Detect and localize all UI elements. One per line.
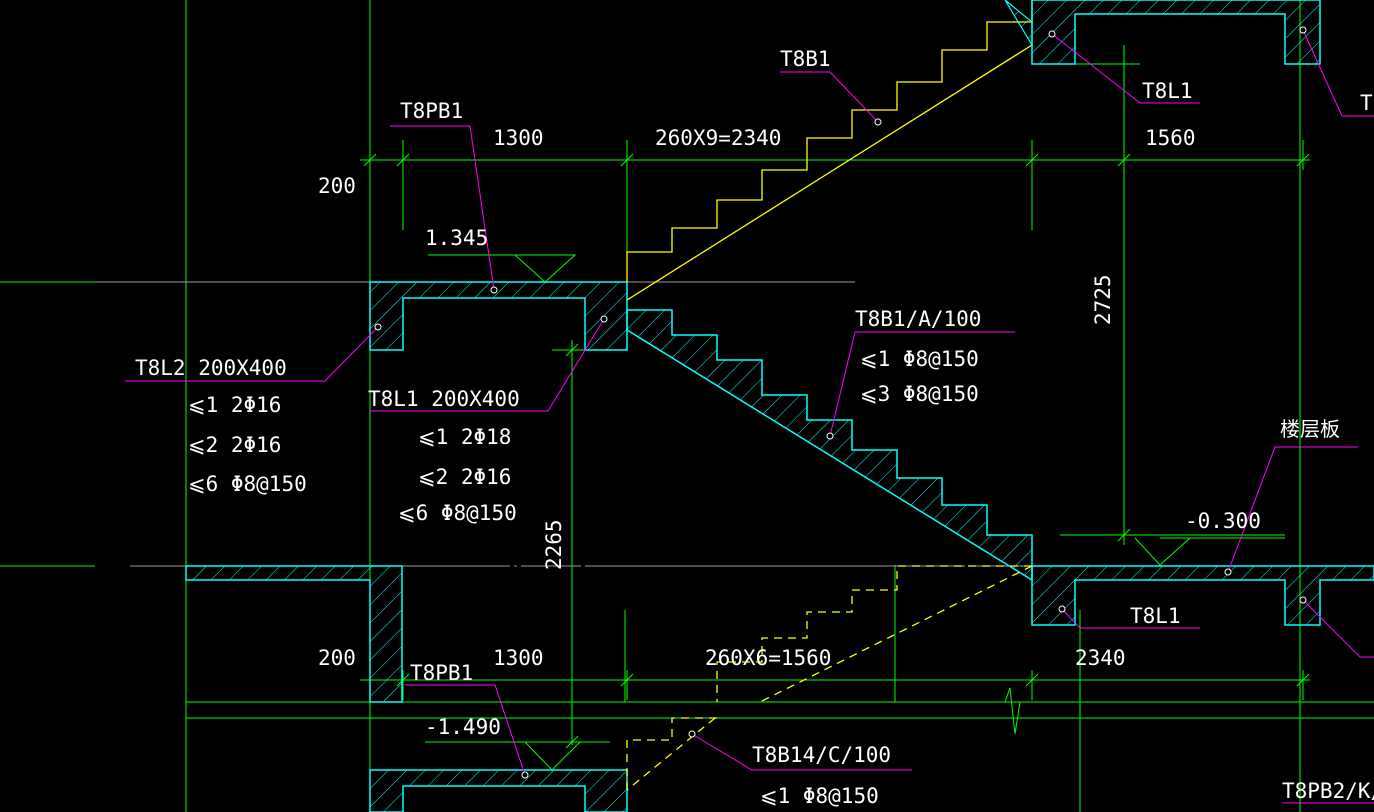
leader-anchor-points	[374, 26, 1307, 779]
dim-vertical-2265: 2265	[542, 519, 566, 570]
label-t8pb1-bot: T8PB1	[410, 661, 473, 685]
label-t8l1-right-top: T8L1	[1142, 79, 1193, 103]
dim-top-1300: 1300	[493, 126, 544, 150]
floor-slab	[185, 0, 1374, 812]
dim-vertical-2725: 2725	[1091, 274, 1115, 325]
label-t8b14-rebar-1: ⩽1 Φ8@150	[760, 784, 879, 808]
label-t8b1: T8B1	[780, 47, 831, 71]
upper-flight	[626, 0, 1033, 301]
dim-top-1560: 1560	[1145, 126, 1196, 150]
dimension-lines	[360, 45, 1310, 749]
dimension-labels: 1300 260X9=2340 1560 200 2725 2265 200 1…	[318, 126, 1196, 670]
elev-landing-top: 1.345	[425, 226, 488, 250]
label-t8l2-rebar-6: ⩽6 Φ8@150	[188, 472, 307, 496]
dim-bot-1560: 260X6=1560	[705, 646, 831, 670]
label-t8l2: T8L2 200X400	[135, 356, 287, 380]
lower-flight	[626, 309, 1033, 582]
label-floor-slab: 楼层板	[1280, 417, 1340, 441]
label-t8l1-rebar-6: ⩽6 Φ8@150	[398, 501, 517, 525]
dim-left-200-top: 200	[318, 174, 356, 198]
elevation-labels: 1.345 -0.300 -1.490	[425, 226, 1261, 739]
dim-bot-2340: 2340	[1075, 646, 1126, 670]
label-t8l1-rebar-1: ⩽1 2Φ18	[418, 425, 511, 449]
reference-lines	[95, 281, 1374, 567]
label-t8b14: T8B14/C/100	[752, 743, 891, 767]
dim-bot-1300: 1300	[493, 646, 544, 670]
elev-landing-bottom: -1.490	[425, 715, 501, 739]
upper-landing	[369, 281, 628, 351]
label-right-edge-top: T	[1360, 91, 1373, 115]
label-t8pb2: T8PB2/K/	[1282, 779, 1374, 803]
leader-lines	[125, 29, 1374, 804]
label-t8l2-rebar-2: ⩽2 2Φ16	[188, 433, 281, 457]
label-t8b1-a-rebar-1: ⩽1 Φ8@150	[860, 347, 979, 371]
hidden-lower-stair	[626, 565, 1033, 791]
label-t8b1-a: T8B1/A/100	[855, 307, 981, 331]
label-t8pb1-top: T8PB1	[400, 99, 463, 123]
label-t8l2-rebar-1: ⩽1 2Φ16	[188, 393, 281, 417]
label-t8l1-right-bot: T8L1	[1130, 604, 1181, 628]
label-t8l1-rebar-2: ⩽2 2Φ16	[418, 465, 511, 489]
elev-floor: -0.300	[1185, 509, 1261, 533]
dim-left-200-bot: 200	[318, 646, 356, 670]
label-t8b1-a-rebar-3: ⩽3 Φ8@150	[860, 382, 979, 406]
label-t8l1-left: T8L1 200X400	[368, 387, 520, 411]
annotation-labels: T8B1 T8PB1 T8L1 T T8B1/A/100 ⩽1 Φ8@150 ⩽…	[135, 47, 1374, 808]
break-symbol	[995, 687, 1030, 735]
dim-top-2340: 260X9=2340	[655, 126, 781, 150]
